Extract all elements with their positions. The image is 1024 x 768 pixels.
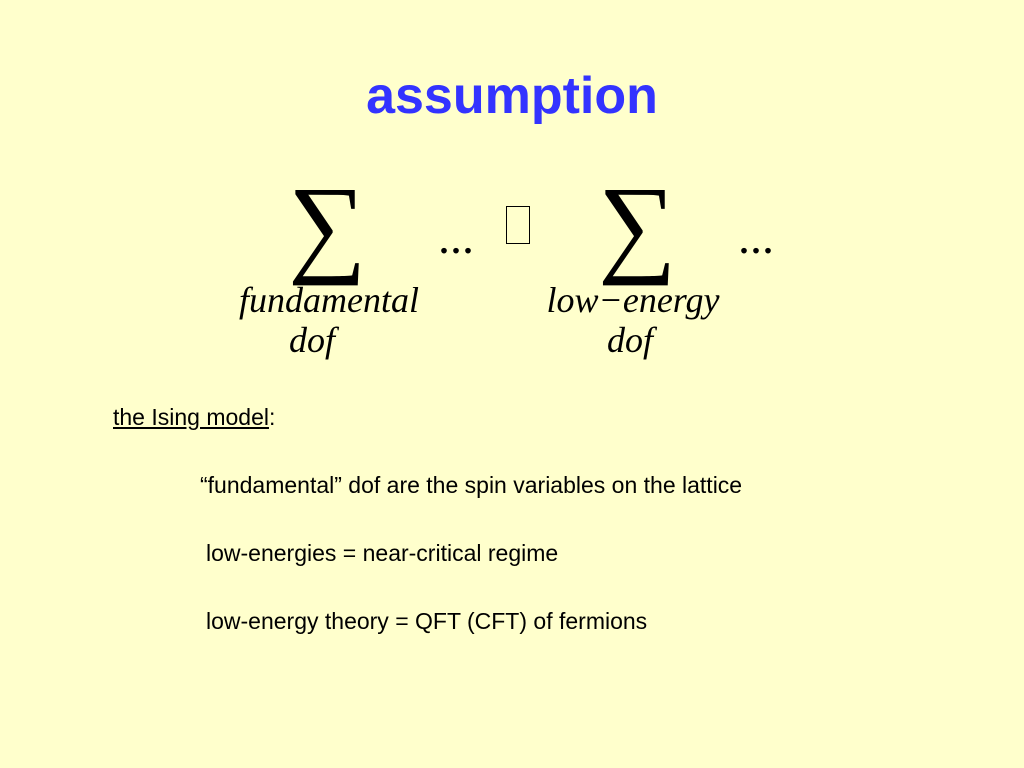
point-low-energies: low-energies = near-critical regime (206, 540, 559, 566)
left-sum-subscript-line2: dof (288, 320, 335, 360)
relation-symbol (506, 206, 530, 244)
right-sum-subscript-line2: dof (606, 320, 653, 360)
point-low-energy-theory: low-energy theory = QFT (CFT) of fermion… (206, 608, 648, 634)
ising-model-label: the Ising model (113, 404, 269, 430)
ising-colon: : (268, 404, 276, 430)
point-fundamental-dof: “fundamental” dof are the spin variables… (200, 472, 743, 498)
slide-title: assumption (366, 67, 658, 125)
right-dots: ... (738, 211, 774, 264)
left-dots: ... (438, 211, 474, 264)
right-sum-symbol: ∑ (598, 164, 677, 286)
left-sum-symbol: ∑ (288, 164, 367, 286)
ising-heading: the Ising model: (113, 403, 275, 431)
left-sum-subscript-line1: fundamental (239, 280, 419, 320)
right-sum-subscript-line1: low−energy (546, 280, 720, 320)
